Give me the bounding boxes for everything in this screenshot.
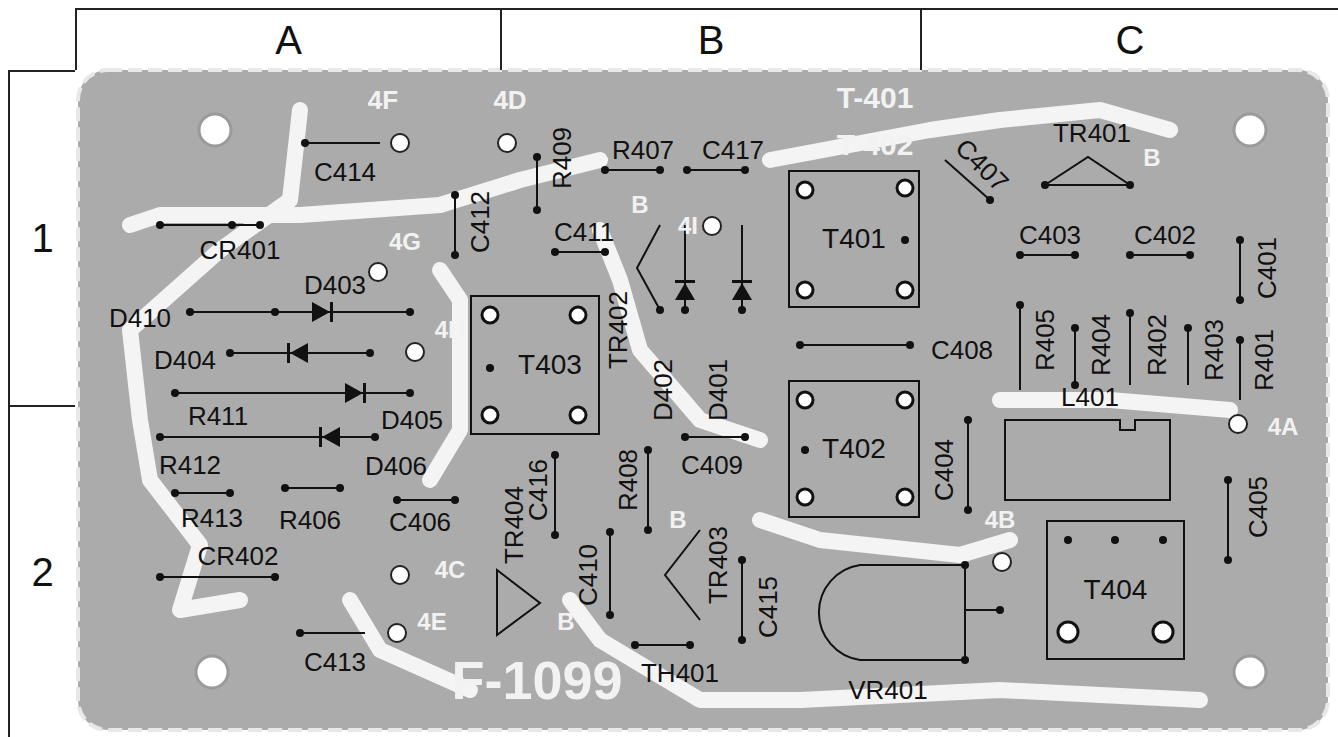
part-label: C416 [525, 459, 551, 521]
part-label: C409 [681, 452, 743, 478]
part-label: D403 [304, 272, 366, 298]
part-label: C408 [931, 337, 993, 363]
part-label: R413 [181, 505, 243, 531]
part-label: C415 [755, 576, 781, 638]
part-label: VR401 [848, 677, 928, 703]
row-label: 1 [8, 70, 75, 405]
part-label: R401 [1251, 329, 1277, 391]
component-name: T402 [822, 433, 886, 465]
board-marking: F-1099 [451, 653, 622, 707]
column-label: B [500, 8, 920, 70]
part-label: C411 [554, 219, 614, 245]
part-label: D402 [650, 359, 676, 421]
part-label: R407 [612, 137, 674, 163]
transformer-outline: T402 [788, 380, 920, 518]
part-label: R411 [188, 403, 248, 429]
part-label: C407 [951, 134, 1013, 196]
board-marking: T-402 [837, 130, 914, 160]
transformer-outline: T404 [1046, 520, 1185, 660]
transformer-outline: T401 [788, 170, 920, 308]
part-label: TR402 [605, 291, 631, 369]
part-label: C410 [575, 544, 601, 606]
part-label: CR401 [200, 237, 281, 263]
part-label: C412 [467, 191, 493, 253]
part-label: R405 [1032, 309, 1058, 371]
part-label: R412 [159, 452, 221, 478]
board-marking: 4F [368, 87, 398, 113]
board-marking: 4H [435, 318, 466, 342]
part-label: R406 [279, 507, 341, 533]
part-label: R403 [1201, 319, 1227, 381]
component-name: T403 [518, 349, 582, 381]
board-marking: 4E [417, 610, 446, 634]
board-marking: B [669, 508, 686, 532]
board-marking: T-401 [837, 83, 914, 113]
board-marking: B [557, 610, 574, 634]
part-label: R409 [549, 127, 575, 189]
board-marking: 4G [389, 230, 421, 254]
part-label: C404 [931, 439, 957, 501]
component-name: B [698, 18, 725, 63]
board-marking: 4B [985, 508, 1016, 532]
board-marking: 4I [678, 214, 698, 238]
part-label: C402 [1134, 222, 1196, 248]
board-marking: 4D [493, 87, 526, 113]
part-label: R402 [1144, 314, 1170, 376]
part-label: C403 [1019, 222, 1081, 248]
part-label: C406 [389, 509, 451, 535]
part-label: TR401 [1053, 120, 1131, 146]
component-name: 1 [31, 216, 53, 261]
part-label: R408 [615, 449, 641, 511]
board-marking: B [631, 193, 648, 217]
column-label: C [920, 8, 1338, 70]
row-label: 2 [8, 405, 75, 737]
part-label: D410 [109, 305, 171, 331]
column-label: A [75, 8, 500, 70]
part-label: D405 [381, 407, 443, 433]
part-label: TH401 [641, 660, 719, 686]
component-name: 2 [31, 550, 53, 595]
part-label: D404 [154, 347, 216, 373]
component-name: T404 [1084, 574, 1148, 606]
board-marking: 4A [1268, 415, 1299, 439]
transformer-outline: T403 [470, 295, 600, 435]
part-label: D401 [705, 359, 731, 421]
part-label: TR403 [705, 526, 731, 604]
part-label: C414 [314, 159, 376, 185]
part-label: C401 [1254, 237, 1280, 299]
board-marking: B [1143, 146, 1160, 170]
part-label: D406 [365, 453, 427, 479]
board-marking: 4C [435, 558, 466, 582]
part-label: C413 [304, 649, 366, 675]
part-label: CR402 [198, 543, 279, 569]
part-label: L401 [1061, 384, 1119, 410]
component-name: C [1116, 18, 1145, 63]
part-label: C405 [1245, 476, 1271, 538]
part-label: C417 [702, 137, 764, 163]
component-name: A [275, 18, 302, 63]
part-label: TR404 [501, 486, 527, 564]
part-label: R404 [1088, 314, 1114, 376]
component-name: T401 [822, 223, 886, 255]
